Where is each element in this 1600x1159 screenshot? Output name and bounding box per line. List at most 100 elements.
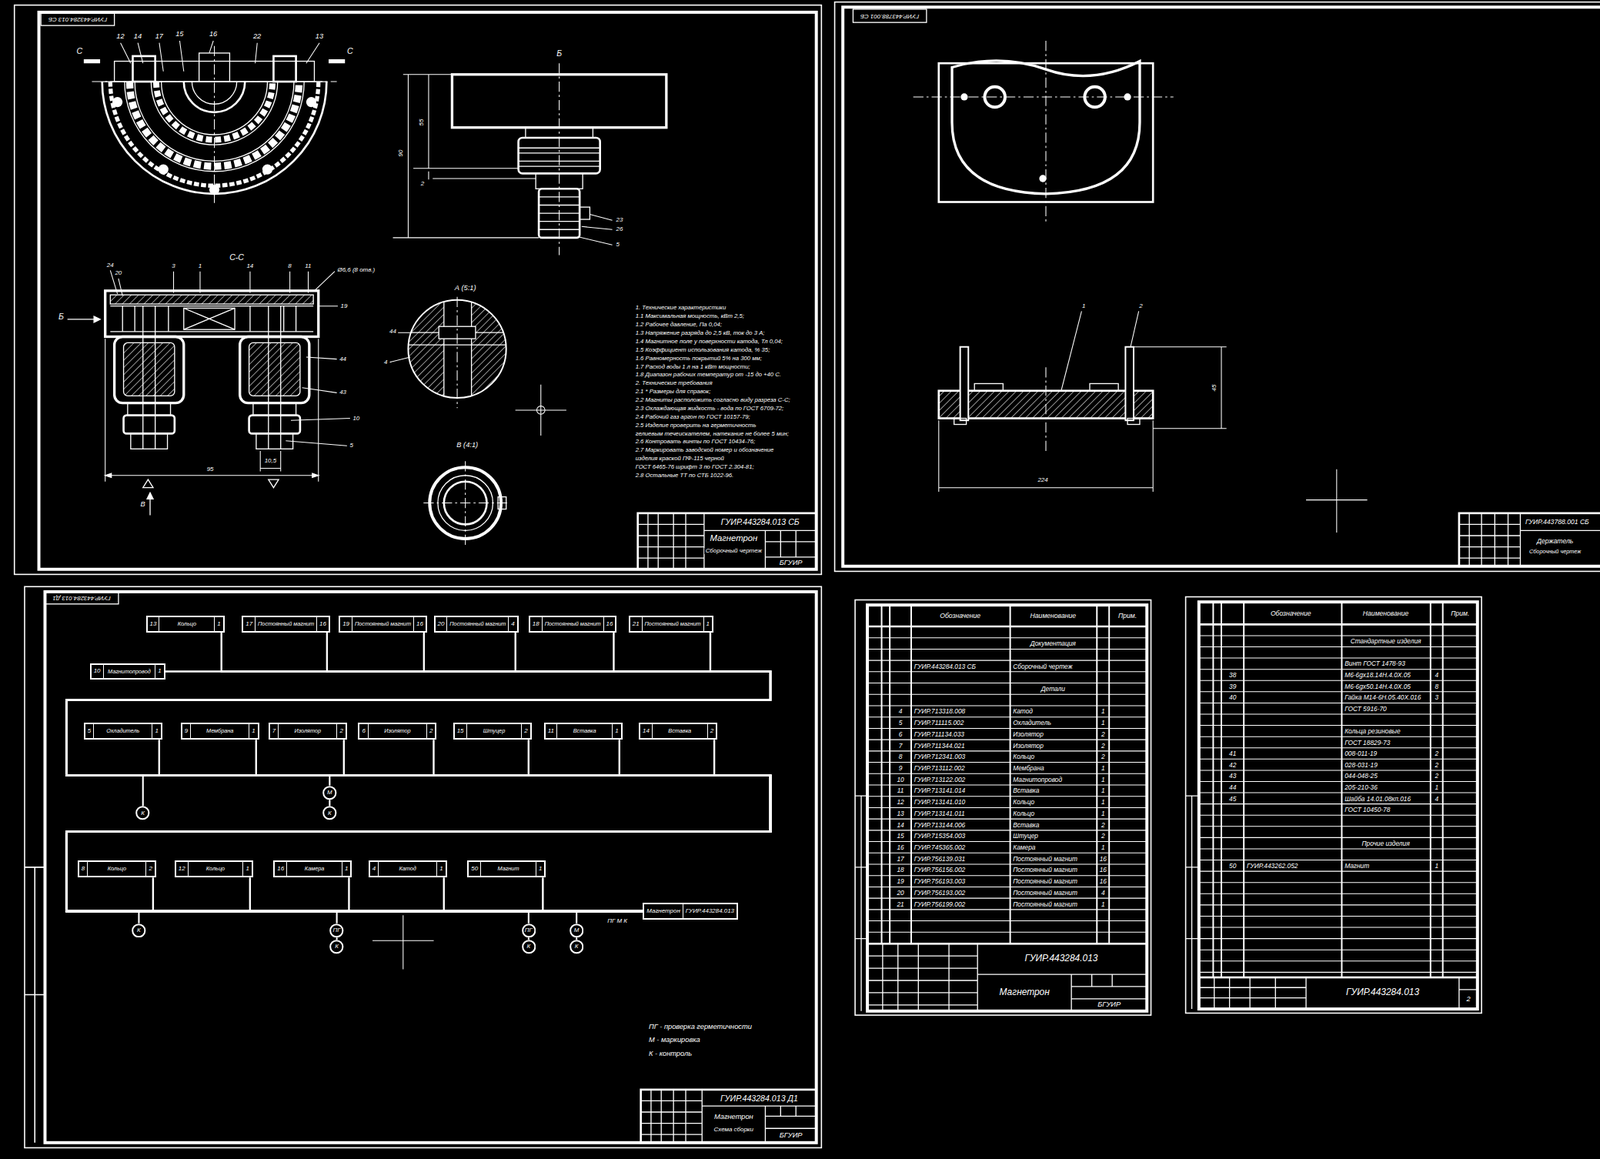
spec-table-grid [867, 920, 1147, 922]
title-block [641, 1089, 817, 1143]
spec-table-grid [867, 761, 1147, 763]
assembly-line [250, 877, 643, 912]
table-cell: ГОСТ 18829-73 [1343, 738, 1391, 745]
table-cell: ГУИР.443262.052 [1245, 862, 1300, 869]
spec-table-grid [1199, 668, 1478, 670]
dimension: 45 [1211, 383, 1218, 392]
spec-table-grid [867, 671, 1147, 672]
magnetron-side-view [577, 213, 612, 245]
spec-table-grid [867, 704, 1147, 706]
table-cell: М6-6gх18.14Н.4.0Х.05 [1343, 671, 1412, 679]
spec-table-grid [1199, 769, 1478, 771]
table-cell: 20 [895, 889, 905, 896]
callout-number: 11 [303, 263, 312, 270]
dimension: 55 [418, 118, 425, 127]
callout-number: 8 [287, 263, 292, 270]
drawing-stamp: ГУИР.443788.001 СБ [859, 13, 920, 20]
spec-table-grid [867, 829, 1147, 831]
magnetron-section [123, 415, 175, 435]
table-cell: 13 [895, 810, 905, 817]
specification-table [855, 600, 1151, 1016]
spec-table-grid [1199, 646, 1478, 648]
table-cell: 39 [1228, 682, 1237, 689]
callout-number: 3 [170, 263, 176, 270]
spec-table-grid [867, 807, 1147, 809]
spec-table-grid [1199, 904, 1478, 906]
table-cell: ГУИР.756156.002 [913, 866, 967, 873]
node-text: 5 [85, 724, 94, 739]
magnetron-section [240, 336, 310, 403]
note-line: 2.2 Магниты расположить согласно виду ра… [634, 397, 792, 404]
title-block-text: Магнетрон [708, 534, 759, 543]
sheet-frame [14, 5, 822, 575]
holder-hole [1123, 93, 1131, 101]
table-cell: 8 [898, 753, 904, 760]
node-text: М [322, 789, 338, 796]
node-text: Камера [286, 861, 342, 877]
legend-entry: М - маркировка [648, 1037, 702, 1045]
callout-number: 13 [314, 33, 325, 41]
part-box: 11Вставка1 [544, 722, 623, 741]
spec-table-grid [867, 795, 1147, 797]
table-cell: 16 [1098, 855, 1108, 862]
magnetron-side-view [538, 197, 580, 230]
table-cell: Документация [1029, 640, 1077, 647]
note-line: 1.7 Расход воды 1 л на 1 кВт мощности; [634, 364, 752, 371]
magnetron-side-view [393, 63, 667, 255]
table-cell: 45 [1228, 794, 1237, 802]
operation-circle: ПГ [329, 923, 345, 939]
node-text: 1 [341, 861, 351, 877]
node-text: 13 [147, 617, 160, 632]
table-cell: 2 [1100, 753, 1106, 760]
table-cell: 16 [895, 844, 905, 851]
table-cell: Сборочный чертеж [1012, 662, 1073, 669]
magnetron-section [183, 307, 235, 330]
table-cell: Гайка М14-6Н.05.40Х.016 [1343, 694, 1422, 701]
sheet-frame [39, 12, 817, 570]
magnetron-top-view [91, 46, 337, 204]
specification-table [1199, 623, 1478, 626]
magnetron-section [130, 433, 168, 449]
spec-table-grid [867, 841, 1147, 842]
assembly-line [66, 739, 771, 912]
node-text: ГУИР.443284.013 [682, 904, 737, 918]
sheet-frame [44, 591, 816, 1143]
node-text: ПГ [521, 927, 537, 934]
node-text: Постоянный магнит [541, 617, 604, 632]
magnetron-side-view [558, 63, 560, 255]
note-line: 1.6 Равномерность покрытий 5% на 300 мм; [634, 355, 763, 362]
mounting-hole [112, 96, 317, 195]
spec-table-grid [1199, 949, 1478, 951]
node-text: Кольцо [158, 617, 214, 632]
node-text: К [322, 810, 338, 817]
table-cell: 1 [1434, 784, 1440, 791]
spec-table-grid [1199, 972, 1478, 973]
callout-number: 44 [338, 356, 348, 363]
table-cell: Винт ГОСТ 1478-93 [1343, 660, 1407, 667]
spec-table-grid [1199, 713, 1478, 715]
note-line: 1.2 Рабочее давление, Па 0,04; [634, 321, 723, 328]
view-mark: В [140, 501, 147, 509]
detail-view [515, 384, 567, 436]
table-cell: ГУИР.713122.002 [913, 776, 967, 783]
table-cell: 43 [1228, 772, 1237, 779]
table-cell: ГУИР.711344.021 [913, 741, 966, 749]
operation-circle: М [569, 923, 585, 939]
node-text: 2 [145, 861, 154, 877]
table-cell: ГУИР.713141.014 [913, 787, 967, 794]
holder-drawing [1089, 383, 1119, 391]
table-cell: ГУИР.713144.006 [913, 821, 967, 828]
magnetron-section [67, 270, 351, 515]
table-cell: 16 [1098, 878, 1108, 885]
magnetron-section [143, 306, 281, 450]
node-text: 4 [507, 617, 517, 632]
spec-table-grid [1199, 848, 1478, 849]
magnetron-side-view [518, 147, 601, 167]
node-text: 1 [154, 664, 164, 679]
title-block-text: Магнетрон [713, 1113, 755, 1121]
callout-number: 20 [113, 270, 123, 277]
note-line: изделия краской ПФ-115 черной [634, 455, 725, 462]
view-title: В (4:1) [455, 442, 479, 450]
spec-table-grid [1199, 960, 1478, 962]
